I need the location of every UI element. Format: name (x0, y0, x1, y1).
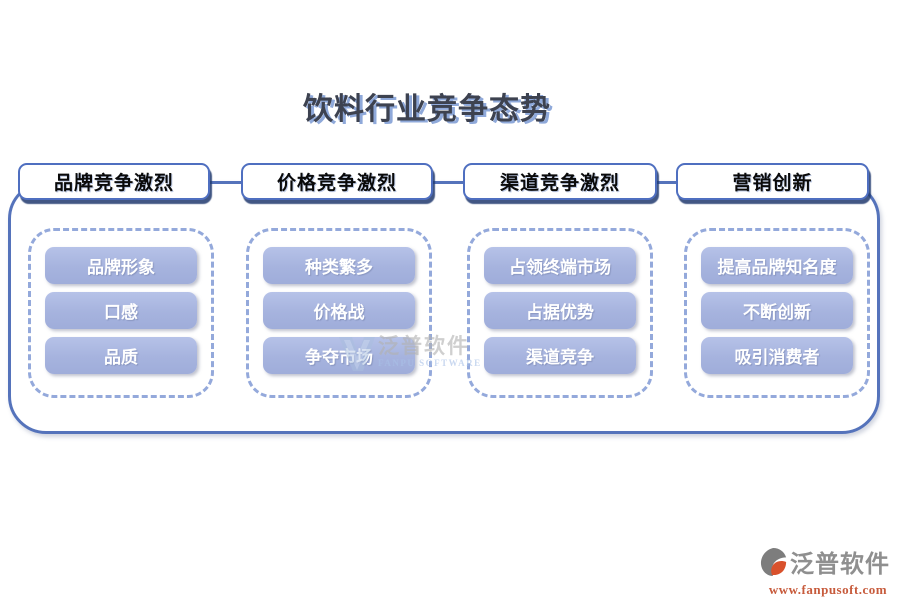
header-channel-competition: 渠道竞争激烈 (463, 163, 657, 200)
diagram-title: 饮料行业竞争态势 (303, 93, 551, 126)
footer-url: www.fanpusoft.com (768, 582, 888, 597)
item-pill: 渠道竞争 (484, 337, 636, 374)
header-label: 价格竞争激烈 (276, 173, 397, 194)
item-pill: 提高品牌知名度 (701, 247, 853, 284)
item-pill: 争夺市场 (263, 337, 415, 374)
item-pill: 品牌形象 (45, 247, 197, 284)
footer-company-name: 泛普软件 (790, 551, 890, 578)
header-brand-competition: 品牌竞争激烈 (18, 163, 210, 200)
item-pill: 口感 (45, 292, 197, 329)
item-pill: 占领终端市场 (484, 247, 636, 284)
outer-frame (8, 181, 880, 434)
item-pill: 品质 (45, 337, 197, 374)
item-pill: 种类繁多 (263, 247, 415, 284)
header-label: 品牌竞争激烈 (53, 173, 174, 194)
header-label: 渠道竞争激烈 (499, 173, 620, 194)
header-label: 营销创新 (732, 173, 813, 194)
footer-logo-row: 泛普软件 (760, 547, 896, 582)
item-group-price: 种类繁多 价格战 争夺市场 (246, 228, 432, 398)
header-price-competition: 价格竞争激烈 (241, 163, 433, 200)
item-group-channel: 占领终端市场 占据优势 渠道竞争 (467, 228, 653, 398)
header-marketing-innovation: 营销创新 (676, 163, 869, 200)
item-pill: 价格战 (263, 292, 415, 329)
item-pill: 吸引消费者 (701, 337, 853, 374)
item-pill: 占据优势 (484, 292, 636, 329)
fanpu-logo-icon (760, 547, 788, 582)
item-group-brand: 品牌形象 口感 品质 (28, 228, 214, 398)
item-group-marketing: 提高品牌知名度 不断创新 吸引消费者 (684, 228, 870, 398)
item-pill: 不断创新 (701, 292, 853, 329)
footer-logo: 泛普软件 www.fanpusoft.com (760, 547, 896, 598)
